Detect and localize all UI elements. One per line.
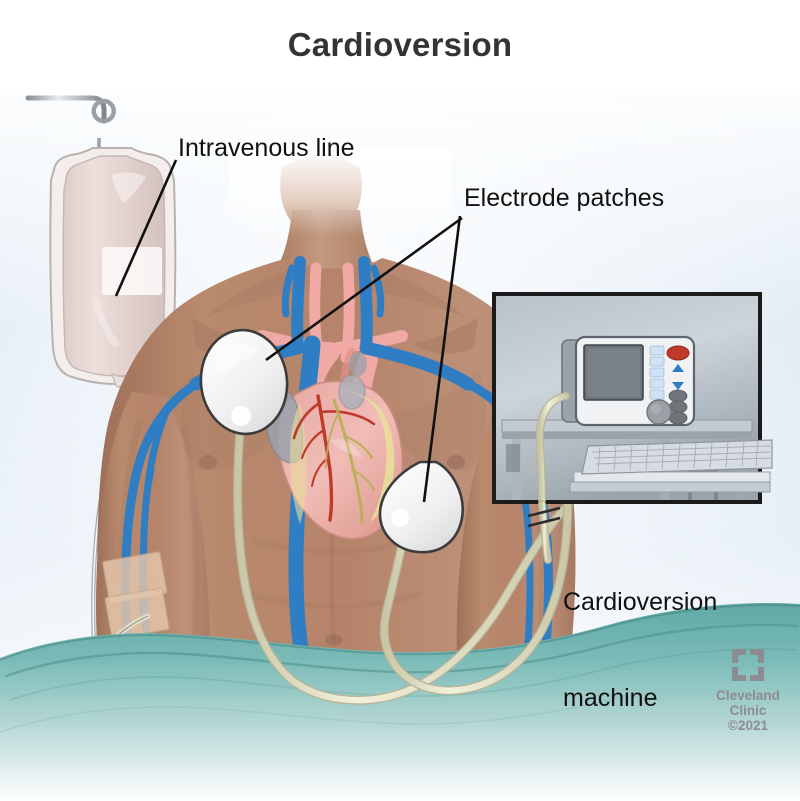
- cleveland-clinic-name-line2: Clinic: [729, 703, 767, 718]
- leader-electrode-upper: [265, 216, 463, 362]
- leader-lines: [114, 159, 463, 503]
- electrode-cables: [199, 328, 573, 705]
- machine-soft-keys: [649, 345, 665, 400]
- cable-break-symbol: [527, 506, 561, 528]
- label-intravenous-line: Intravenous line: [178, 134, 355, 162]
- label-electrode-patches: Electrode patches: [464, 184, 665, 212]
- label-cardioversion-machine-line1: Cardioversion: [563, 588, 718, 616]
- upper-electrode-patch: [199, 328, 289, 436]
- page-title: Cardioversion: [287, 26, 513, 63]
- label-cardioversion-machine-line2: machine: [563, 684, 658, 712]
- cleveland-clinic-attribution: Cleveland Clinic ©2021: [700, 648, 796, 734]
- label-cardioversion-machine: Cardioversion machine: [563, 522, 717, 778]
- lower-electrode-patch: [378, 460, 464, 554]
- leader-electrode-lower: [422, 215, 462, 503]
- cleveland-clinic-name-line1: Cleveland: [716, 688, 780, 703]
- machine-cable-exterior: [527, 500, 561, 564]
- heart: [266, 352, 404, 540]
- cleveland-clinic-pinwheel-icon: [731, 648, 765, 682]
- leader-intravenous-line: [114, 159, 178, 297]
- iv-bag: [49, 147, 177, 399]
- cardioversion-machine-inset: [492, 292, 773, 504]
- copyright-notice: ©2021: [728, 718, 768, 733]
